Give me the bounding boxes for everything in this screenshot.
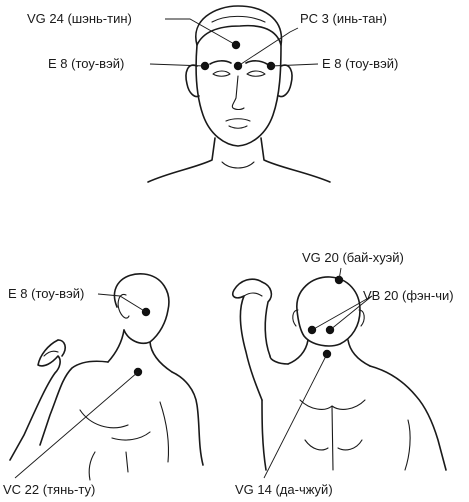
- label-pc3: PC 3 (инь-тан): [300, 11, 387, 26]
- label-vg14: VG 14 (да-чжуй): [235, 482, 333, 497]
- side-back-illustration: [10, 274, 203, 480]
- label-e8-left: E 8 (тоу-вэй): [48, 56, 124, 71]
- back-view-illustration: [233, 277, 446, 470]
- vc22-leader: [15, 372, 138, 478]
- label-e8-side: E 8 (тоу-вэй): [8, 286, 84, 301]
- front-face-illustration: [148, 6, 330, 182]
- label-vg24: VG 24 (шэнь-тин): [27, 11, 132, 26]
- e8-side-leader: [98, 294, 146, 312]
- e8-right-leader: [271, 64, 318, 66]
- label-vg20: VG 20 (бай-хуэй): [302, 250, 404, 265]
- vg14-leader: [264, 354, 327, 478]
- label-vc22: VC 22 (тянь-ту): [3, 482, 95, 497]
- label-vb20: VB 20 (фэн-чи): [363, 288, 454, 303]
- pc3-leader: [238, 28, 298, 66]
- label-e8-right: E 8 (тоу-вэй): [322, 56, 398, 71]
